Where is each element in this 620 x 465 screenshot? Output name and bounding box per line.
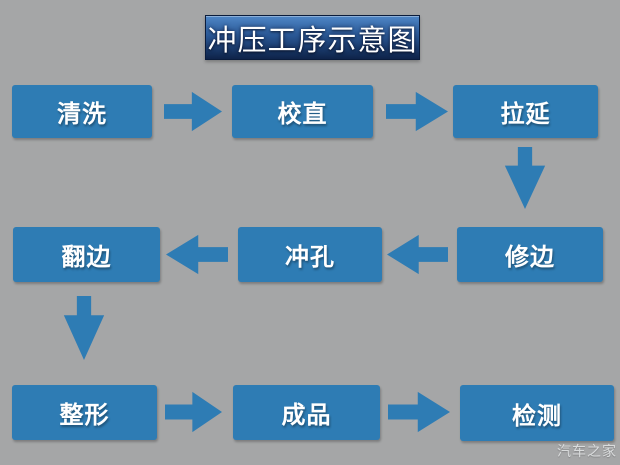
step-box-punching: 冲孔: [238, 227, 382, 282]
step-label-trimming: 修边: [505, 243, 555, 271]
step-label-finished-product: 成品: [281, 401, 332, 429]
step-label-reshaping: 整形: [59, 401, 110, 429]
step-label-inspection: 检测: [512, 401, 562, 430]
arrow-left-icon: [166, 234, 228, 275]
arrow-down-icon: [504, 147, 546, 209]
step-box-reshaping: 整形: [12, 385, 157, 440]
step-box-finished-product: 成品: [233, 385, 380, 440]
step-label-cleaning: 清洗: [57, 100, 107, 128]
arrow-right-icon: [164, 91, 222, 132]
step-label-flanging: 翻边: [61, 243, 112, 271]
step-box-drawing: 拉延: [453, 85, 598, 138]
step-label-straightening: 校直: [277, 100, 328, 128]
step-box-inspection: 检测: [460, 385, 614, 441]
step-box-straightening: 校直: [232, 85, 373, 138]
step-box-cleaning: 清洗: [12, 85, 152, 138]
arrow-right-icon: [386, 91, 448, 132]
arrow-down-icon: [63, 296, 105, 360]
arrow-right-icon: [165, 391, 222, 433]
arrow-right-icon: [388, 391, 450, 433]
step-label-punching: 冲孔: [285, 243, 335, 271]
arrow-left-icon: [387, 234, 448, 275]
page-title: 冲压工序示意图: [207, 22, 418, 57]
autohome-watermark: 汽车之家: [557, 444, 617, 460]
step-box-flanging: 翻边: [13, 227, 160, 282]
step-box-trimming: 修边: [457, 227, 603, 282]
step-label-drawing: 拉延: [500, 100, 551, 128]
title-banner: 冲压工序示意图: [205, 15, 420, 60]
